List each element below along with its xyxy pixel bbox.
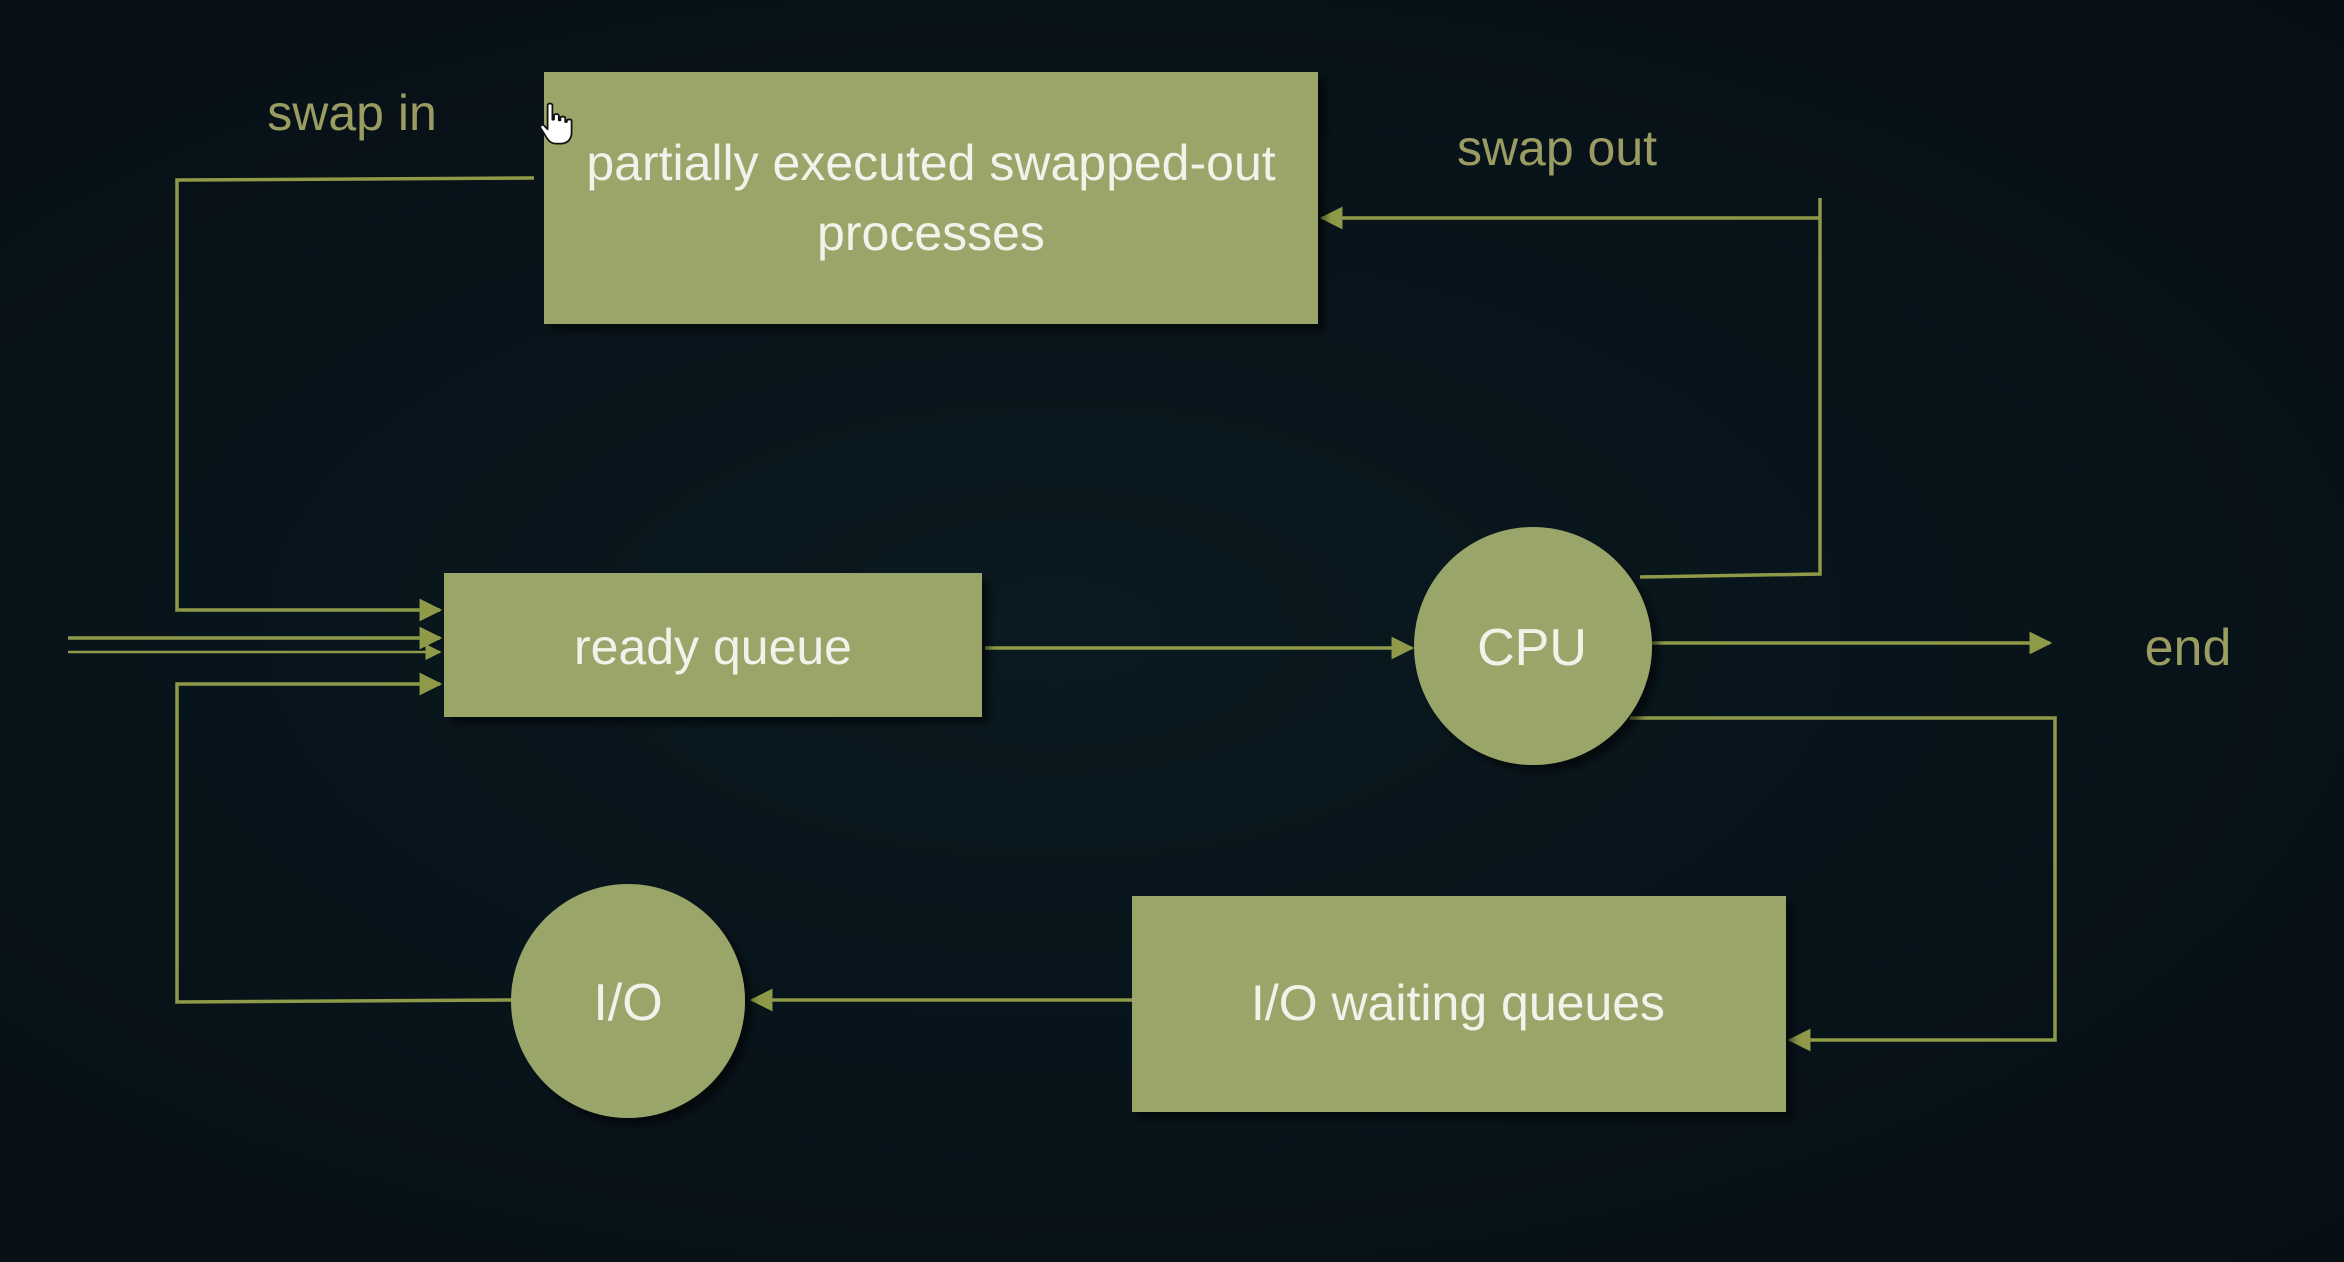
node-io-label: I/O bbox=[593, 974, 662, 1032]
node-swapped-out-line2: processes bbox=[817, 205, 1045, 261]
label-swap-out: swap out bbox=[1457, 120, 1657, 176]
node-io-waiting-queues: I/O waiting queues bbox=[1132, 896, 1786, 1112]
node-cpu: CPU bbox=[1414, 527, 1652, 765]
label-end: end bbox=[2145, 619, 2232, 677]
node-io-waiting-label: I/O waiting queues bbox=[1251, 975, 1665, 1031]
hand-pointer-icon bbox=[539, 102, 573, 145]
node-ready-queue-label: ready queue bbox=[574, 619, 852, 675]
node-ready-queue: ready queue bbox=[444, 573, 982, 717]
node-swapped-out: partially executed swapped-out processes bbox=[544, 72, 1318, 324]
label-swap-in: swap in bbox=[267, 85, 437, 141]
node-swapped-out-line1: partially executed swapped-out bbox=[586, 135, 1275, 191]
edge-swap-in bbox=[175, 176, 535, 622]
edge-cpu-to-io-waiting bbox=[1630, 716, 2057, 1052]
edge-io-to-ready bbox=[175, 672, 513, 1004]
node-io: I/O bbox=[511, 884, 745, 1118]
edge-swap-out bbox=[1639, 198, 1822, 579]
node-cpu-label: CPU bbox=[1477, 619, 1587, 677]
